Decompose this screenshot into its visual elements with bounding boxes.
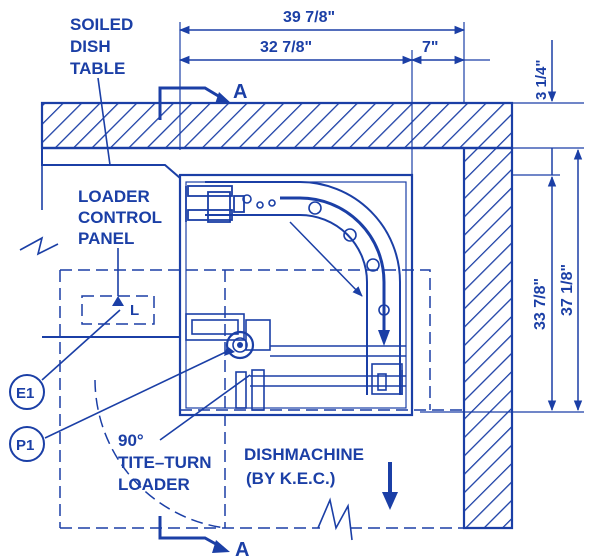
flow-arrow-icon <box>382 462 398 510</box>
dim-inner-depth: 33 7/8" <box>532 278 549 330</box>
section-arrow-bottom-icon: A <box>158 516 249 558</box>
dimensions: 39 7/8" 32 7/8" 7" 3 1/4" 33 7/8" 37 1/8… <box>178 9 584 413</box>
loader-control-panel-label: LOADER CONTROL PANEL <box>78 187 162 248</box>
leaders <box>41 77 251 441</box>
section-label-bottom: A <box>235 539 249 558</box>
tag-e1-label: E1 <box>16 385 34 402</box>
tite-turn-loader <box>178 173 414 417</box>
svg-text:TITE–TURN: TITE–TURN <box>118 453 212 472</box>
walls <box>40 101 514 530</box>
plumbing-tag-icon: P1 <box>9 426 45 462</box>
svg-text:DISHMACHINE: DISHMACHINE <box>244 445 364 464</box>
wall-right <box>462 146 514 530</box>
svg-text:DISH: DISH <box>70 37 111 56</box>
svg-text:90°: 90° <box>118 431 144 450</box>
svg-text:SOILED: SOILED <box>70 15 133 34</box>
svg-text:PANEL: PANEL <box>78 229 134 248</box>
dim-inner-width: 32 7/8" <box>260 39 312 56</box>
dim-overall-width: 39 7/8" <box>283 9 335 26</box>
tag-p1-label: P1 <box>16 437 34 454</box>
electrical-tag-icon: E1 <box>9 374 45 410</box>
conveyor-belt-icon <box>205 181 401 395</box>
panel-symbol: L <box>130 302 139 319</box>
soiled-dish-table-label: SOILED DISH TABLE <box>70 15 133 78</box>
svg-text:LOADER: LOADER <box>118 475 190 494</box>
dim-offset: 7" <box>422 39 438 56</box>
dim-wall: 3 1/4" <box>533 60 550 100</box>
break-line <box>317 497 353 541</box>
section-arrow-icon: A <box>158 81 247 120</box>
tite-turn-loader-label: 90° TITE–TURN LOADER <box>118 431 212 494</box>
dashed-outlines <box>59 269 464 529</box>
dishmachine-label: DISHMACHINE (BY K.E.C.) <box>244 445 364 488</box>
svg-text:CONTROL: CONTROL <box>78 208 162 227</box>
svg-text:LOADER: LOADER <box>78 187 150 206</box>
dim-overall-depth: 37 1/8" <box>559 264 576 316</box>
section-label-top: A <box>233 81 247 103</box>
svg-text:TABLE: TABLE <box>70 59 125 78</box>
wall-top <box>40 101 514 150</box>
svg-text:(BY K.E.C.): (BY K.E.C.) <box>246 469 335 488</box>
